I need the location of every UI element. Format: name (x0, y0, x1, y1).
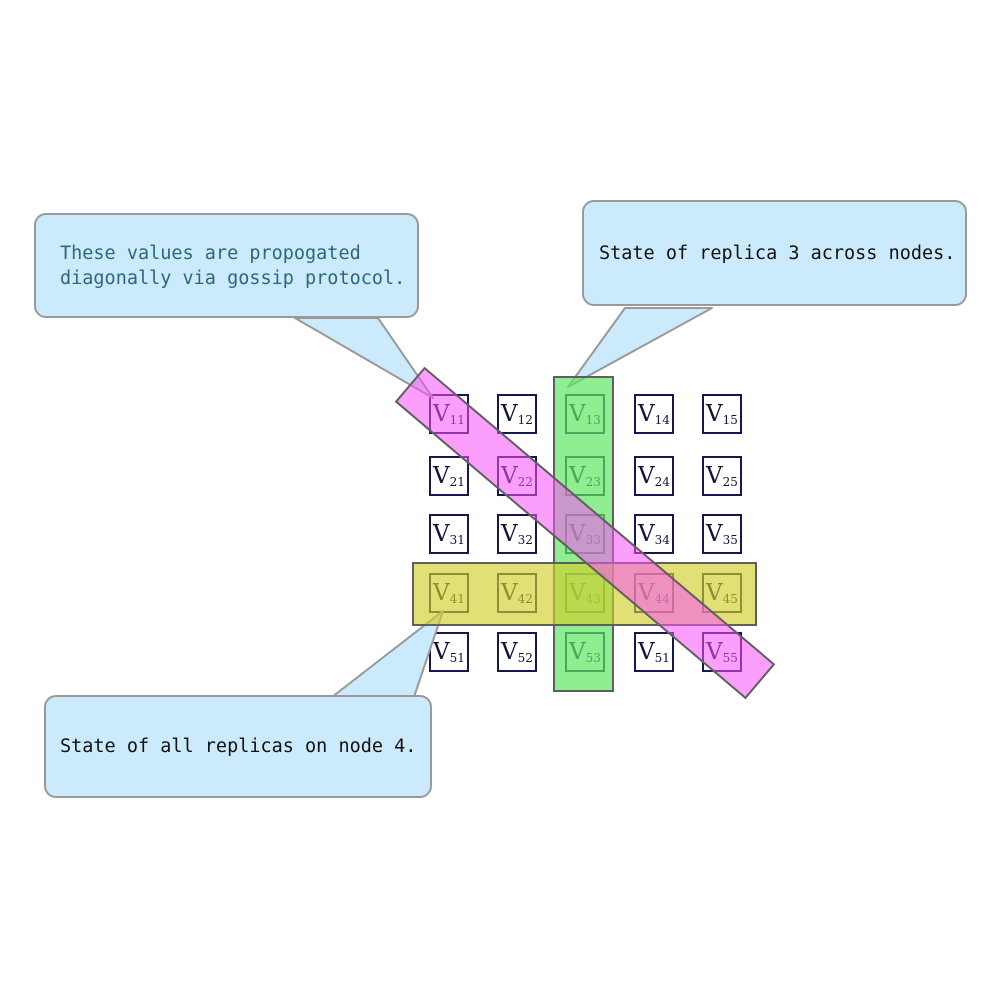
cell-letter: V (433, 462, 450, 489)
cell-letter: V (706, 520, 723, 547)
cell-letter: V (433, 520, 450, 547)
cell-subscript: 31 (449, 533, 465, 547)
cell-subscript: 24 (654, 475, 670, 489)
cell-subscript: 51 (654, 651, 670, 665)
callout-node-line-1: State of all replicas on node 4. (60, 736, 417, 757)
cell-subscript: 12 (517, 413, 533, 427)
callout-gossip-line-1: These values are propogated (60, 242, 361, 264)
callout-gossip-line-2: diagonally via gossip protocol. (60, 267, 406, 289)
cell-subscript: 15 (722, 413, 738, 427)
cell-subscript: 32 (517, 533, 533, 547)
cell-letter: V (501, 400, 518, 427)
cell-letter: V (638, 400, 655, 427)
cell-subscript: 25 (722, 475, 738, 489)
cell-letter: V (706, 400, 723, 427)
cell-letter: V (638, 462, 655, 489)
cell-letter: V (638, 520, 655, 547)
callout-replica-line-1: State of replica 3 across nodes. (599, 242, 956, 264)
cell-subscript: 35 (722, 533, 738, 547)
cell-subscript: 34 (654, 533, 670, 547)
cell-letter: V (501, 638, 518, 665)
cell-subscript: 52 (517, 651, 533, 665)
cell-letter: V (501, 520, 518, 547)
callout-replica-note: State of replica 3 across nodes. (582, 200, 967, 306)
cell-letter: V (433, 638, 450, 665)
cell-letter: V (706, 462, 723, 489)
callout-gossip-note: These values are propogated diagonally v… (34, 213, 419, 318)
callout-node-note: State of all replicas on node 4. (44, 695, 432, 798)
cell-subscript: 14 (654, 413, 670, 427)
cell-letter: V (638, 638, 655, 665)
cell-subscript: 21 (449, 475, 465, 489)
cell-subscript: 51 (449, 651, 465, 665)
